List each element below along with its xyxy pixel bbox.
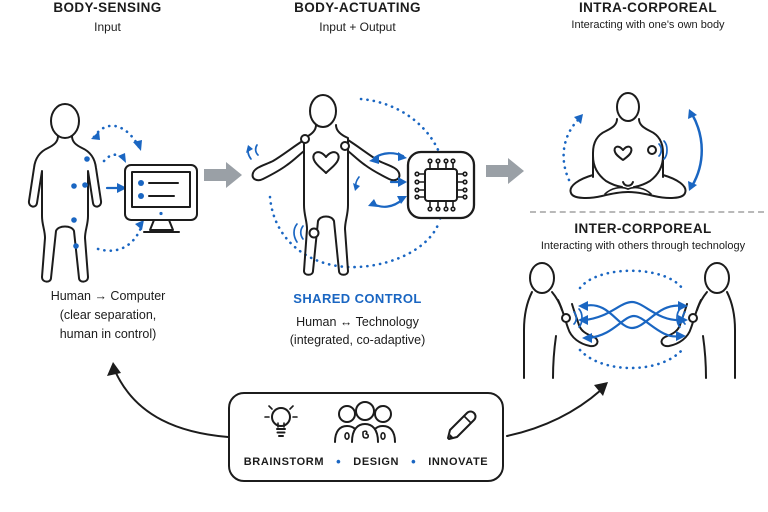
- heart-icon: [613, 145, 633, 161]
- bidirectional-arrows: [368, 152, 407, 208]
- body-actuating-header: BODY-ACTUATING Input + Output: [245, 0, 470, 34]
- curved-arrow-right-icon: [506, 382, 608, 437]
- electrode-icon: [308, 227, 320, 239]
- caption-line: Human ↔ Technology: [296, 314, 419, 329]
- innovate-label: INNOVATE: [428, 455, 489, 468]
- device-signal-waves: [658, 140, 668, 160]
- intra-corporeal-title: INTRA-CORPOREAL: [579, 0, 717, 15]
- body-sensing-header: BODY-SENSING Input: [0, 0, 215, 34]
- human-figure-icon: [27, 103, 103, 283]
- inter-corporeal-figure: [523, 262, 736, 379]
- actuation-marks: [246, 144, 360, 243]
- inter-corporeal-title: INTER-CORPOREAL: [574, 221, 712, 236]
- caption-line: Human → Computer: [50, 289, 166, 303]
- inter-corporeal-header: INTER-CORPOREAL Interacting with others …: [518, 221, 768, 252]
- process-labels: BRAINSTORM • DESIGN • INNOVATE: [230, 455, 502, 468]
- body-sensing-figure: [27, 103, 198, 283]
- right-arrow-icon: [486, 158, 524, 184]
- right-arrow-icon: [204, 162, 242, 188]
- caption-line: (integrated, co-adaptive): [289, 333, 426, 348]
- lightbulb-icon: [264, 405, 298, 437]
- body-sensing-subtitle: Input: [94, 20, 121, 34]
- shared-control-label: SHARED CONTROL: [293, 291, 422, 306]
- body-actuating-caption: SHARED CONTROL Human ↔ Technology (integ…: [250, 289, 465, 350]
- pencil-icon: [447, 410, 477, 440]
- inter-corporeal-subtitle: Interacting with others through technolo…: [540, 240, 746, 252]
- caption-line: human in control): [59, 326, 157, 341]
- wearable-device-icon: [561, 313, 571, 323]
- curved-arrow-left-icon: [107, 362, 229, 438]
- caption-line: (clear separation,: [59, 307, 157, 322]
- human-open-arms-icon: [251, 94, 401, 276]
- body-actuating-subtitle: Input + Output: [319, 20, 396, 34]
- intra-corporeal-figure: [562, 92, 703, 199]
- dot-separator: •: [336, 454, 342, 469]
- brainstorm-label: BRAINSTORM: [243, 455, 325, 468]
- body-actuating-figure: [246, 94, 476, 276]
- process-box: BRAINSTORM • DESIGN • INNOVATE: [228, 392, 504, 482]
- body-sensing-title: BODY-SENSING: [53, 0, 162, 15]
- intra-corporeal-header: INTRA-CORPOREAL Interacting with one's o…: [528, 0, 768, 31]
- electrode-icon: [300, 134, 310, 144]
- computer-monitor-icon: [124, 164, 198, 233]
- people-icon: [334, 401, 396, 443]
- wearable-device-icon: [647, 145, 657, 155]
- body-sensing-caption: Human → Computer (clear separation, huma…: [8, 287, 208, 343]
- body-sensor-dots: [71, 156, 90, 249]
- intra-corporeal-subtitle: Interacting with one's own body: [571, 19, 725, 31]
- meditating-person-icon: [569, 92, 687, 199]
- chip-icon: [406, 150, 476, 220]
- intra-loop-arrows: [562, 109, 703, 191]
- section-divider: [530, 211, 764, 213]
- dot-separator: •: [411, 454, 417, 469]
- design-label: DESIGN: [353, 455, 400, 468]
- electrode-icon: [340, 141, 350, 151]
- person-left-icon: [523, 262, 599, 379]
- body-actuating-title: BODY-ACTUATING: [294, 0, 421, 15]
- wearable-device-icon: [688, 313, 698, 323]
- heart-icon: [312, 151, 340, 174]
- exchange-arrows: [578, 300, 688, 343]
- sensing-data-arrows: [91, 124, 144, 252]
